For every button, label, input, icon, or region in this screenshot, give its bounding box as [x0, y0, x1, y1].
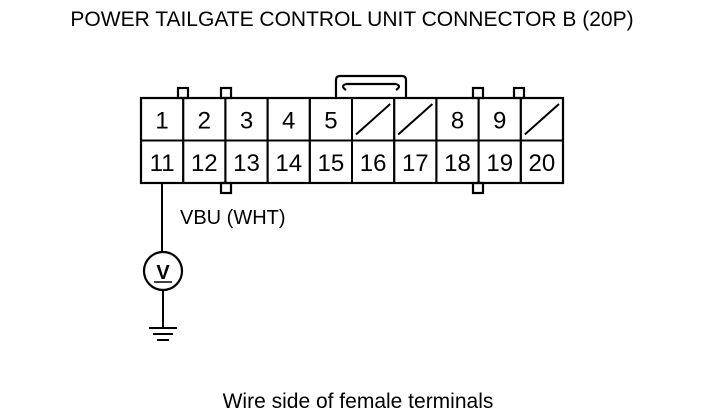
voltmeter-symbol: V: [156, 262, 170, 284]
pin-number-8: 8: [451, 107, 464, 134]
pin-number-15: 15: [318, 150, 345, 177]
pin-number-1: 1: [155, 107, 168, 134]
pin-number-19: 19: [486, 150, 513, 177]
pin-number-11: 11: [150, 150, 175, 177]
key-top-1: [176, 86, 190, 100]
measurement-circuit: V: [142, 183, 184, 341]
pin-number-14: 14: [275, 150, 302, 177]
pin-number-12: 12: [191, 150, 218, 177]
pin-number-18: 18: [444, 150, 471, 177]
key-top-2: [219, 86, 233, 100]
blank-pin-slash: [397, 103, 434, 136]
key-bottom-2: [471, 181, 485, 195]
pin-number-3: 3: [240, 107, 253, 134]
pin-number-5: 5: [324, 107, 337, 134]
lock-tab-inner-2: [341, 82, 401, 91]
pin-number-16: 16: [360, 150, 387, 177]
pin-number-4: 4: [282, 107, 295, 134]
wire-label: VBU (WHT): [180, 207, 286, 229]
pin-number-20: 20: [529, 150, 556, 177]
caption: Wire side of female terminals: [223, 390, 494, 413]
pin-cell: [519, 139, 564, 184]
lock-tab: [334, 74, 408, 98]
blank-pin-slash: [355, 103, 391, 136]
key-top-3: [471, 86, 485, 100]
pin-number-2: 2: [198, 107, 211, 134]
pin-number-13: 13: [233, 150, 260, 177]
pin-number-17: 17: [402, 150, 429, 177]
ground-icon: [149, 327, 177, 341]
pin-number-9: 9: [493, 107, 506, 134]
key-top-4: [512, 86, 526, 100]
key-bottom-1: [219, 181, 233, 195]
blank-pin-slash: [524, 103, 560, 136]
diagram-title: POWER TAILGATE CONTROL UNIT CONNECTOR B …: [70, 8, 633, 31]
